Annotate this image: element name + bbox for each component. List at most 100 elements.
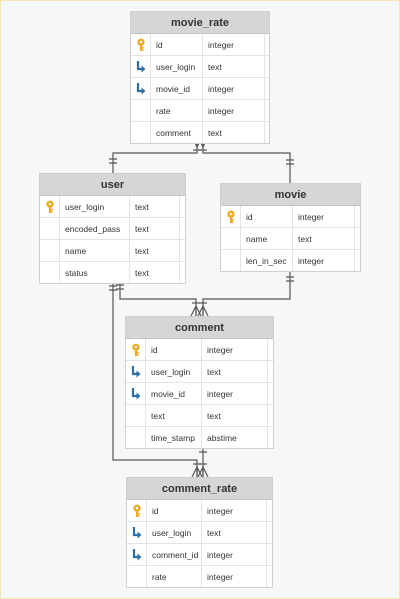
field-name: user_login xyxy=(146,361,202,382)
relation-user-comment xyxy=(119,280,197,316)
field-name: comment_id xyxy=(147,544,202,565)
field-name: text xyxy=(146,405,202,426)
field-type: integer xyxy=(203,34,265,55)
field-name: id xyxy=(146,339,202,360)
field-name: len_in_sec xyxy=(241,250,293,271)
icon-cell xyxy=(127,566,147,587)
key-icon xyxy=(221,206,241,227)
key-icon xyxy=(126,339,146,360)
foreign-key-icon xyxy=(131,78,151,99)
field-type: integer xyxy=(202,339,268,360)
one-mark-user-comment-rate xyxy=(109,285,117,291)
table-header: comment xyxy=(126,317,273,339)
field-type: text xyxy=(203,122,265,143)
foreign-key-icon xyxy=(126,383,146,404)
field-type: text xyxy=(203,56,265,77)
field-type: text xyxy=(202,405,268,426)
field-name: id xyxy=(241,206,293,227)
key-icon xyxy=(131,34,151,55)
foreign-key-icon xyxy=(127,544,147,565)
field-type: text xyxy=(130,240,180,261)
icon-cell xyxy=(221,250,241,271)
field-type: text xyxy=(130,218,180,239)
field-name: user_login xyxy=(147,522,202,543)
many-mark-comment-rate-comment xyxy=(197,466,209,478)
one-mark-movie-comment xyxy=(286,276,294,282)
field-name: id xyxy=(147,500,202,521)
field-type: integer xyxy=(203,78,265,99)
one-mark-movie-top xyxy=(286,159,294,165)
field-name: rate xyxy=(151,100,203,121)
field-name: user_login xyxy=(60,196,130,217)
field-type: integer xyxy=(202,383,268,404)
field-type: text xyxy=(130,196,180,217)
many-mark-comment-movie xyxy=(197,305,209,317)
one-mark-user-top xyxy=(109,158,117,164)
field-type: integer xyxy=(202,566,267,587)
field-name: encoded_pass xyxy=(60,218,130,239)
one-mark-user-comment xyxy=(116,284,124,290)
field-type: integer xyxy=(293,250,355,271)
foreign-key-icon xyxy=(127,522,147,543)
foreign-key-icon xyxy=(131,56,151,77)
field-type: integer xyxy=(202,500,267,521)
field-name: id xyxy=(151,34,203,55)
relation-movie-comment xyxy=(202,270,291,316)
many-mark-comment-user xyxy=(190,305,202,317)
table-header: movie xyxy=(221,184,360,206)
table-header: movie_rate xyxy=(131,12,269,34)
icon-cell xyxy=(40,262,60,283)
table-header: user xyxy=(40,174,185,196)
field-type: integer xyxy=(202,544,267,565)
icon-cell xyxy=(131,122,151,143)
field-type: text xyxy=(130,262,180,283)
field-name: user_login xyxy=(151,56,203,77)
field-name: movie_id xyxy=(146,383,202,404)
icon-cell xyxy=(126,405,146,426)
icon-cell xyxy=(221,228,241,249)
field-name: name xyxy=(241,228,293,249)
field-name: status xyxy=(60,262,130,283)
field-type: text xyxy=(202,522,267,543)
key-icon xyxy=(40,196,60,217)
icon-cell xyxy=(40,218,60,239)
field-name: name xyxy=(60,240,130,261)
foreign-key-icon xyxy=(126,361,146,382)
table-header: comment_rate xyxy=(127,478,272,500)
field-name: rate xyxy=(147,566,202,587)
field-name: comment xyxy=(151,122,203,143)
field-type: text xyxy=(293,228,355,249)
field-name: movie_id xyxy=(151,78,203,99)
icon-cell xyxy=(40,240,60,261)
many-mark-comment-rate-user xyxy=(191,466,203,478)
field-name: time_stamp xyxy=(146,427,202,448)
field-type: integer xyxy=(293,206,355,227)
